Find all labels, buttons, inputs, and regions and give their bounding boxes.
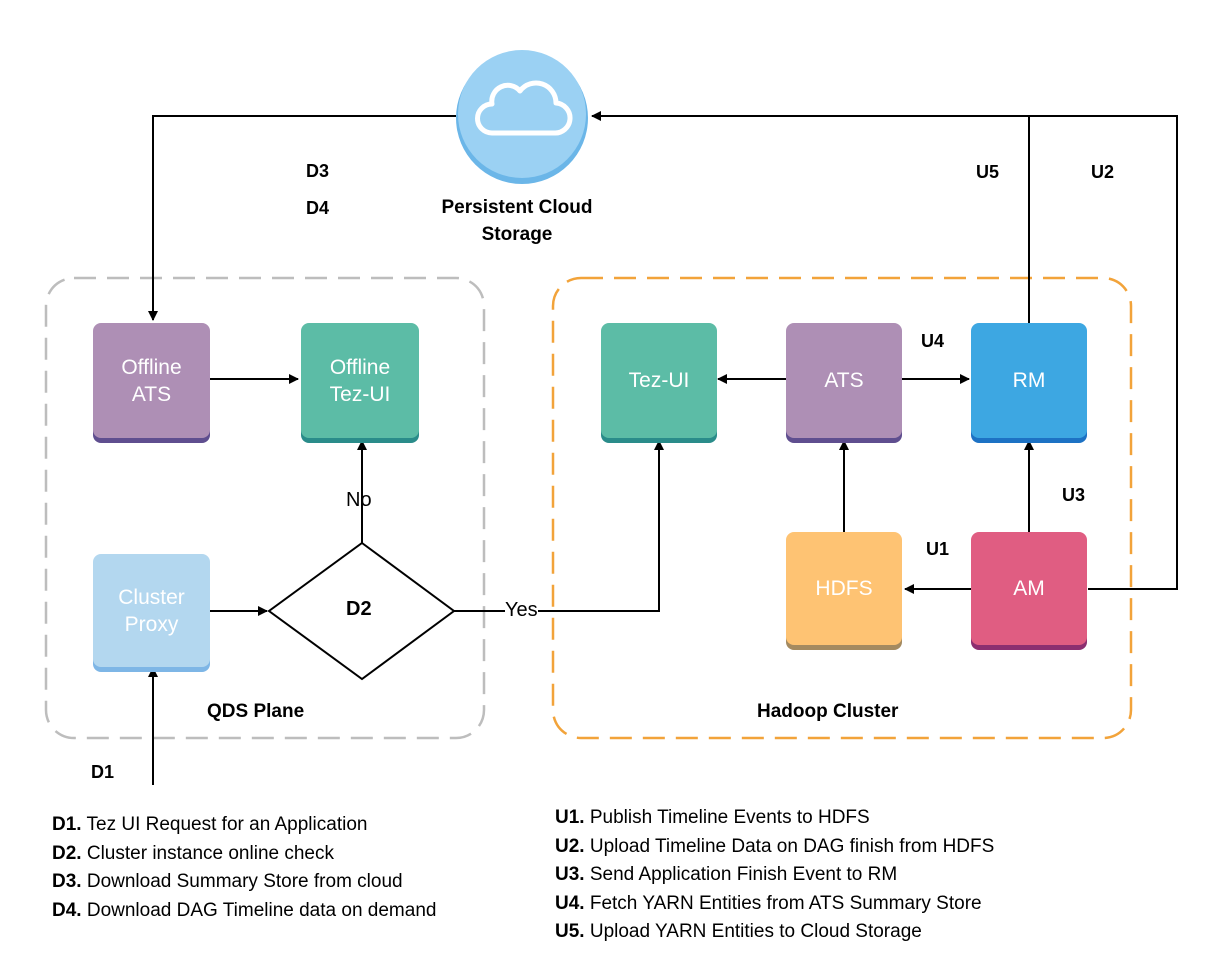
legend-item-u3: U3. Send Application Finish Event to RM [555, 864, 898, 885]
tez-ui-label: Tez-UI [628, 369, 690, 392]
am-node: AM [971, 532, 1087, 645]
legend-download: D1. Tez UI Request for an Application D2… [52, 811, 436, 925]
cloud-storage-icon [456, 50, 588, 184]
rm-node: RM [971, 323, 1087, 438]
rm-label: RM [1012, 369, 1046, 392]
ats-label: ATS [824, 369, 864, 392]
offline-tez-ui-label-line1: Offline [329, 355, 391, 379]
qds-plane-region [44, 276, 486, 740]
tez-ui-node: Tez-UI [601, 323, 717, 438]
hadoop-cluster-region [551, 276, 1133, 740]
legend-item-d4: D4. Download DAG Timeline data on demand [52, 899, 437, 921]
edge-label-u1: U1 [926, 539, 950, 559]
decision-label: D2 [346, 598, 372, 620]
edge-label-d1: D1 [91, 762, 115, 782]
edge-label-u5: U5 [976, 162, 1000, 182]
cluster-proxy-label-line1: Cluster [118, 585, 185, 609]
edge-label-d3: D3 [306, 161, 330, 181]
decision-diamond [267, 541, 456, 681]
edge-rm-to-cloud [591, 111, 1030, 323]
cloud-storage-label-line2: Storage [481, 224, 553, 245]
cloud-storage-label: Persistent Cloud Storage [397, 194, 637, 248]
edge-label-u4: U4 [921, 331, 945, 351]
edge-label-yes: Yes [505, 599, 538, 622]
edge-am-to-cloud [1029, 115, 1178, 590]
edge-label-d4: D4 [306, 198, 330, 218]
legend-item-u4: U4. Fetch YARN Entities from ATS Summary… [555, 892, 982, 914]
legend-item-u1: U1. Publish Timeline Events to HDFS [555, 807, 870, 828]
legend-item-d1: D1. Tez UI Request for an Application [52, 814, 368, 835]
offline-ats-label-line1: Offline [121, 355, 182, 379]
hdfs-node: HDFS [786, 532, 902, 645]
hadoop-cluster-title: Hadoop Cluster [757, 701, 899, 722]
offline-ats-label-line2: ATS [131, 382, 172, 406]
edge-label-u3: U3 [1062, 485, 1086, 505]
legend-item-d2: D2. Cluster instance online check [52, 842, 334, 864]
offline-tez-ui-label-line2: Tez-UI [329, 382, 391, 406]
offline-tez-ui-node: Offline Tez-UI [301, 323, 419, 438]
legend-item-d3: D3. Download Summary Store from cloud [52, 871, 403, 892]
offline-ats-node: Offline ATS [93, 323, 210, 438]
ats-node: ATS [786, 323, 902, 438]
legend-item-u5: U5. Upload YARN Entities to Cloud Storag… [555, 921, 922, 942]
edge-label-u2: U2 [1091, 162, 1115, 182]
cluster-proxy-node: Cluster Proxy [93, 554, 210, 667]
edge-label-no: No [346, 489, 372, 511]
hdfs-label: HDFS [815, 577, 873, 600]
cloud-storage-label-line1: Persistent Cloud [441, 197, 593, 218]
cluster-proxy-label-line2: Proxy [124, 612, 179, 636]
am-label: AM [1013, 577, 1045, 600]
edge-cloud-to-offline-ats [148, 115, 456, 321]
legend-item-u2: U2. Upload Timeline Data on DAG finish f… [555, 835, 995, 857]
qds-plane-title: QDS Plane [207, 701, 305, 722]
legend-upload: U1. Publish Timeline Events to HDFS U2. … [555, 804, 994, 947]
